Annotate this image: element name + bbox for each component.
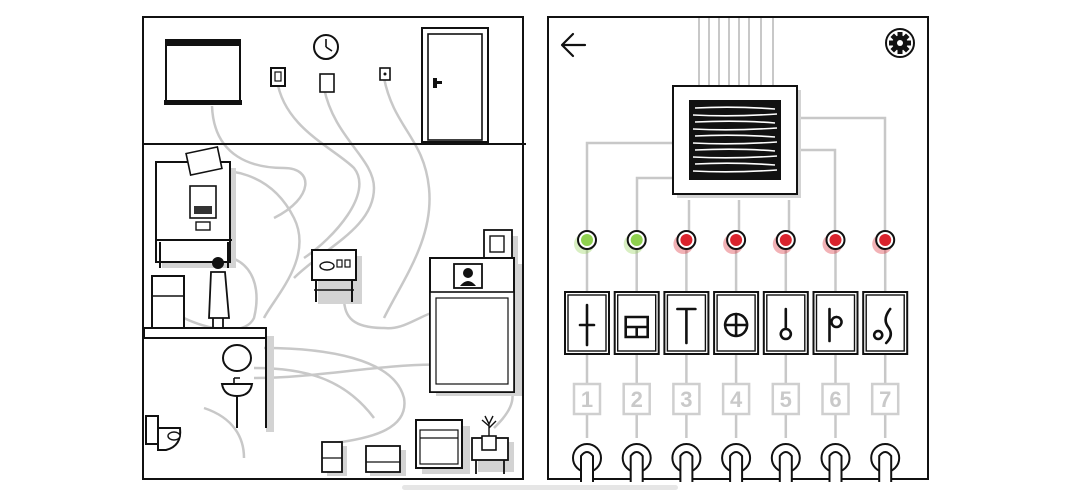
switch-number-6: 6 bbox=[821, 382, 850, 416]
bathroom-wall bbox=[144, 327, 274, 432]
led-green-2 bbox=[623, 230, 647, 254]
switch-column-3: 3 bbox=[663, 230, 710, 482]
kitchen-stove-icon[interactable] bbox=[155, 145, 236, 268]
switch-number-label: 7 bbox=[879, 387, 891, 412]
flag-symbol[interactable] bbox=[812, 291, 859, 355]
lollipop-symbol[interactable] bbox=[762, 291, 809, 355]
led-green-1 bbox=[574, 230, 597, 254]
door-icon[interactable] bbox=[421, 27, 489, 143]
outlet-icon[interactable] bbox=[379, 67, 391, 81]
switch-number-2: 2 bbox=[622, 382, 651, 416]
switch-number-label: 5 bbox=[780, 387, 792, 412]
toggle-switch-4[interactable] bbox=[721, 443, 752, 482]
control-panel-scene: 1 2 3 4 5 6 7 bbox=[557, 18, 915, 482]
dagger-symbol[interactable] bbox=[564, 291, 610, 355]
switch-number-1: 1 bbox=[572, 382, 602, 416]
squiggle-symbol[interactable] bbox=[862, 291, 909, 355]
paper-note-icon[interactable] bbox=[319, 73, 335, 93]
switch-column-6: 6 bbox=[812, 230, 859, 482]
tv-icon[interactable] bbox=[453, 263, 483, 289]
circle-cross-symbol[interactable] bbox=[713, 291, 760, 355]
box-icon[interactable] bbox=[365, 445, 406, 476]
switch-number-label: 2 bbox=[631, 387, 643, 412]
arrow-left-icon[interactable] bbox=[557, 28, 593, 62]
gear-icon[interactable] bbox=[885, 28, 915, 58]
window-grid-symbol[interactable] bbox=[613, 291, 660, 355]
toilet-icon[interactable] bbox=[145, 415, 182, 451]
led-red-6 bbox=[822, 230, 846, 254]
mirror-icon[interactable] bbox=[222, 344, 252, 372]
toggle-switch-3[interactable] bbox=[671, 443, 702, 482]
switch-number-label: 6 bbox=[829, 387, 841, 412]
t-bar-symbol[interactable] bbox=[663, 291, 710, 355]
light-switch-icon[interactable] bbox=[270, 67, 286, 87]
switch-number-4: 4 bbox=[721, 382, 751, 416]
switch-column-4: 4 bbox=[713, 230, 760, 482]
led-wires bbox=[585, 116, 887, 240]
switch-column-7: 7 bbox=[862, 230, 909, 482]
home-indicator bbox=[402, 485, 678, 490]
led-red-3 bbox=[673, 230, 697, 254]
fridge-icon[interactable] bbox=[151, 275, 185, 331]
switch-number-label: 3 bbox=[680, 387, 692, 412]
static-screen-icon[interactable] bbox=[672, 85, 801, 198]
toggle-switch-2[interactable] bbox=[621, 443, 652, 482]
dresser-icon[interactable] bbox=[415, 419, 470, 474]
switch-column-5: 5 bbox=[762, 230, 809, 482]
switch-number-5: 5 bbox=[771, 382, 801, 416]
person-icon[interactable] bbox=[208, 257, 230, 330]
bed-icon[interactable] bbox=[429, 257, 522, 396]
switch-columns: 1 2 3 4 5 6 7 bbox=[564, 230, 909, 482]
switch-number-7: 7 bbox=[870, 382, 900, 416]
clock-icon[interactable] bbox=[313, 34, 339, 60]
toggle-switch-7[interactable] bbox=[870, 443, 901, 482]
switch-number-3: 3 bbox=[672, 382, 701, 416]
sink-icon[interactable] bbox=[220, 377, 254, 428]
toggle-switch-1[interactable] bbox=[572, 443, 602, 482]
led-red-7 bbox=[872, 230, 896, 254]
switch-column-1: 1 bbox=[564, 230, 610, 482]
room-panel bbox=[142, 16, 526, 480]
table-icon[interactable] bbox=[311, 249, 362, 304]
trash-bin-icon[interactable] bbox=[321, 441, 347, 476]
switch-number-label: 1 bbox=[581, 387, 593, 412]
window-icon[interactable] bbox=[164, 39, 242, 105]
toggle-switch-6[interactable] bbox=[820, 443, 851, 482]
switch-number-label: 4 bbox=[730, 387, 743, 412]
cable-bundle bbox=[698, 18, 774, 88]
plant-icon[interactable] bbox=[471, 415, 514, 474]
control-panel: 1 2 3 4 5 6 7 bbox=[547, 16, 929, 482]
toggle-switch-5[interactable] bbox=[770, 443, 801, 482]
led-red-5 bbox=[772, 230, 796, 254]
led-red-4 bbox=[723, 230, 747, 254]
switch-column-2: 2 bbox=[613, 230, 660, 482]
room-scene bbox=[144, 27, 526, 476]
